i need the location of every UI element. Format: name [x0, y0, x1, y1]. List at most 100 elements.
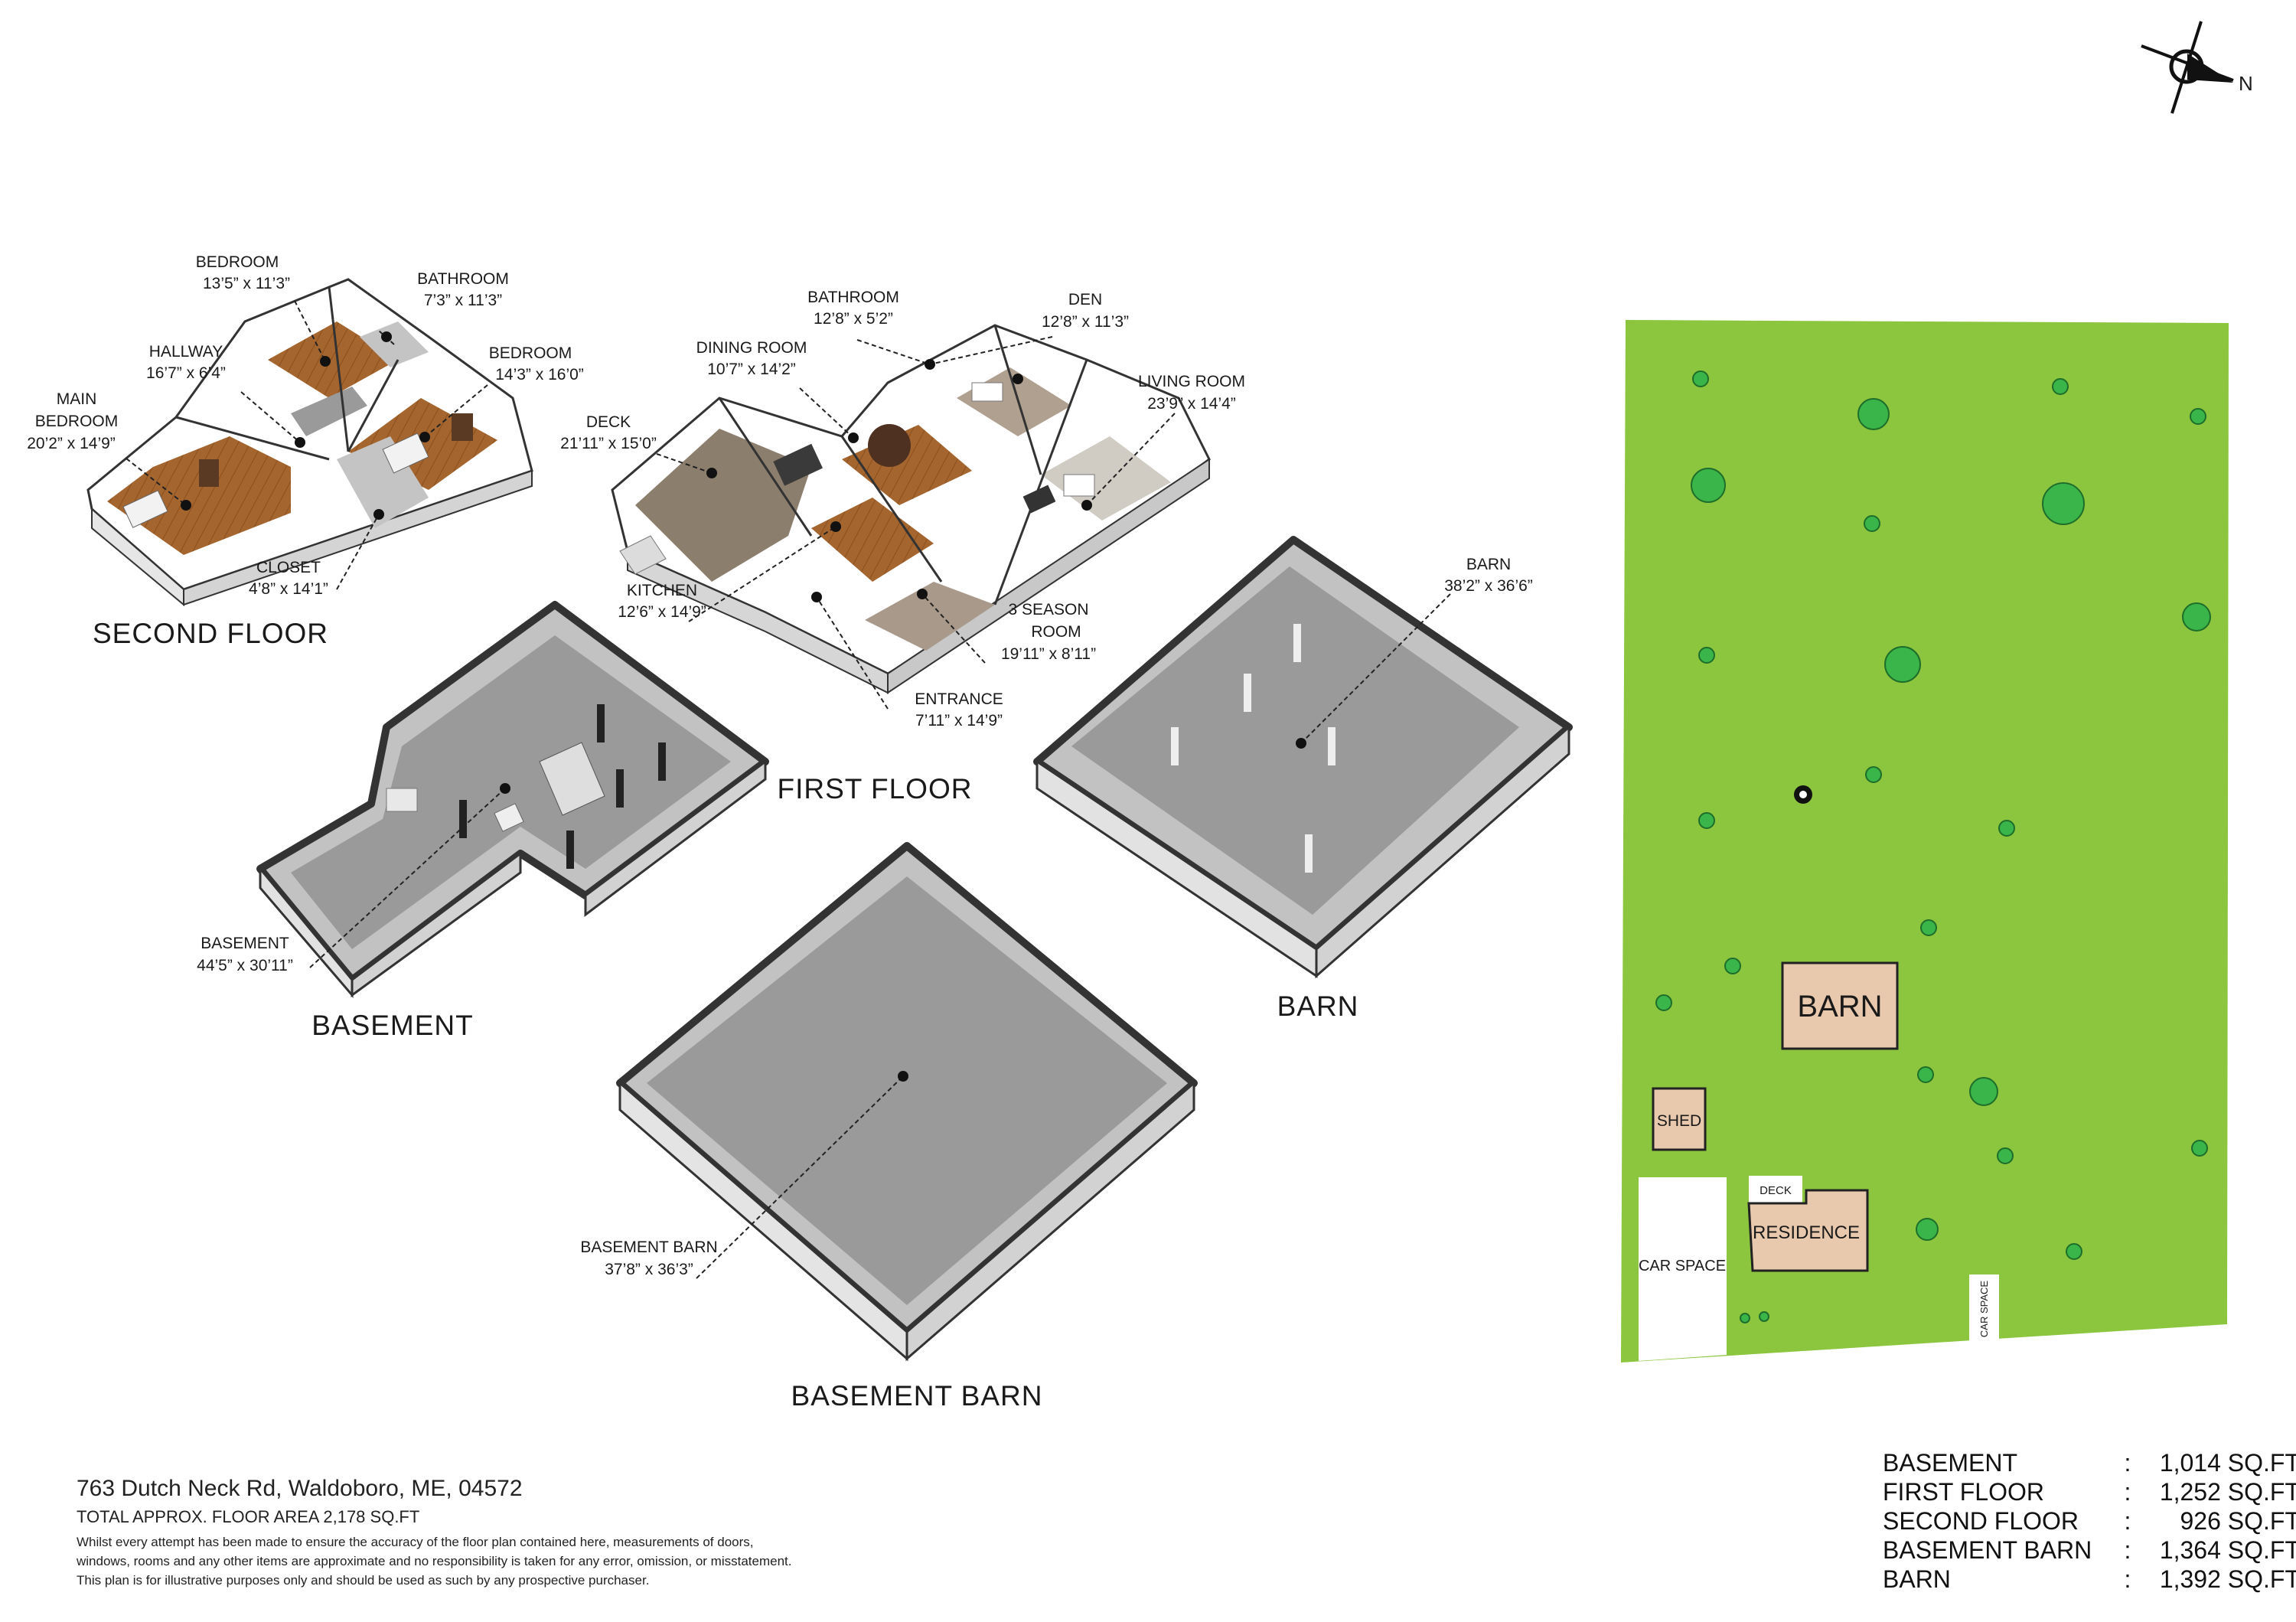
- second-floor-plan: [86, 278, 533, 607]
- area-separator: :: [2124, 1477, 2131, 1506]
- site-plan: BARN SHED CAR SPACE DECK RESIDENCE CAR S…: [1621, 320, 2229, 1363]
- disclaimer-line: Whilst every attempt has been made to en…: [77, 1535, 754, 1549]
- room-dim-basement-barn: 37’8” x 36’3”: [605, 1261, 693, 1278]
- room-dim-main-bedroom: 20’2” x 14’9”: [27, 435, 116, 452]
- floor-titles: SECOND FLOOR FIRST FLOOR BASEMENT BARN B…: [93, 618, 1358, 1411]
- floor-title-basement: BASEMENT: [311, 1010, 474, 1041]
- area-row: BASEMENT : 1,014 SQ.FT: [1883, 1448, 2296, 1477]
- basement-barn-plan: [616, 842, 1198, 1362]
- area-name: FIRST FLOOR: [1883, 1477, 2044, 1506]
- main-bedroom-floor: [107, 436, 291, 555]
- room-dim-dining-room: 10’7” x 14’2”: [707, 361, 796, 378]
- closet-floor: [337, 436, 429, 528]
- room-label-3-season-room: ROOM: [1031, 623, 1081, 641]
- room-dim-bathroom: 12’8” x 5’2”: [814, 310, 893, 328]
- room-label-bathroom: BATHROOM: [807, 289, 899, 306]
- area-separator: :: [2124, 1536, 2131, 1564]
- room-label-dining-room: DINING ROOM: [696, 339, 807, 357]
- site-residence: [1747, 1189, 1869, 1272]
- compass: N: [2141, 21, 2253, 114]
- room-markers: [181, 331, 1306, 1082]
- room-label-main-bedroom: MAIN: [57, 390, 97, 408]
- area-separator: :: [2124, 1448, 2131, 1477]
- basement-plan: [256, 601, 769, 999]
- site-residence-label: RESIDENCE: [1753, 1222, 1860, 1243]
- area-value: 1,014 SQ.FT: [2159, 1448, 2296, 1477]
- room-labels: BEDROOM 13’5” x 11’3” BATHROOM 7’3” x 11…: [27, 253, 1533, 1278]
- room-label-closet: CLOSET: [256, 559, 321, 576]
- site-deck: [1749, 1176, 1802, 1203]
- disclaimer-line: This plan is for illustrative purposes o…: [77, 1573, 650, 1588]
- area-value: 1,392 SQ.FT: [2159, 1565, 2296, 1593]
- area-row: BARN : 1,392 SQ.FT: [1883, 1565, 2296, 1594]
- area-value: 1,364 SQ.FT: [2159, 1536, 2296, 1564]
- car-space-small-label: CAR SPACE: [1978, 1281, 1990, 1337]
- season-room-floor: [865, 582, 995, 651]
- tree-icons: [1655, 370, 2211, 1323]
- floor-area-table: BASEMENT : 1,014 SQ.FT FIRST FLOOR : 1,2…: [1883, 1448, 2296, 1594]
- site-deck-label: DECK: [1760, 1184, 1792, 1197]
- area-separator: :: [2124, 1506, 2131, 1535]
- room-dim-closet: 4’8” x 14’1”: [249, 580, 328, 598]
- site-barn: [1781, 961, 1899, 1050]
- room-dim-hallway: 16’7” x 6’4”: [146, 364, 226, 382]
- room-dim-entrance: 7’11” x 14’9”: [915, 712, 1003, 729]
- room-dim-bedroom: 14’3” x 16’0”: [495, 366, 584, 383]
- room-dim-deck: 21’11” x 15’0”: [560, 435, 657, 452]
- room-label-basement: BASEMENT: [201, 935, 289, 952]
- north-arrow-icon: [2187, 54, 2233, 83]
- leader-lines: [126, 300, 1451, 1279]
- room-label-entrance: ENTRANCE: [915, 690, 1003, 708]
- living-room-floor: [1041, 436, 1171, 521]
- room-label-deck: DECK: [586, 413, 631, 431]
- floor-title-barn: BARN: [1277, 990, 1359, 1022]
- first-floor-plan: [611, 324, 1211, 694]
- room-label-kitchen: KITCHEN: [627, 582, 697, 599]
- disclaimer-line: windows, rooms and any other items are a…: [77, 1554, 792, 1568]
- room-label-living-room: LIVING ROOM: [1138, 373, 1245, 390]
- car-space-area: [1639, 1177, 1727, 1361]
- area-name: SECOND FLOOR: [1883, 1506, 2079, 1535]
- room-label-bedroom: BEDROOM: [489, 344, 572, 362]
- kitchen-floor: [811, 498, 934, 582]
- room-dim-basement: 44’5” x 30’11”: [197, 957, 293, 974]
- room-label-barn: BARN: [1466, 556, 1511, 573]
- deck-floor: [635, 429, 811, 582]
- compass-north-label: N: [2239, 72, 2253, 95]
- room-label-hallway: HALLWAY: [149, 343, 223, 361]
- disclaimer: Whilst every attempt has been made to en…: [77, 1532, 995, 1590]
- room-label-3-season-room: 3 SEASON: [1008, 601, 1088, 618]
- area-name: BASEMENT BARN: [1883, 1536, 2092, 1564]
- car-space-label: CAR SPACE: [1639, 1258, 1726, 1274]
- area-name: BARN: [1883, 1565, 1951, 1593]
- floor-title-basement-barn: BASEMENT BARN: [791, 1380, 1043, 1411]
- room-dim-living-room: 23’9” x 14’4”: [1147, 395, 1236, 413]
- barn-plan: [1033, 536, 1573, 979]
- room-dim-barn: 38’2” x 36’6”: [1444, 577, 1533, 595]
- room-label-bedroom: BEDROOM: [196, 253, 279, 271]
- room-label-bathroom: BATHROOM: [417, 270, 509, 288]
- floor-title-first-floor: FIRST FLOOR: [778, 773, 973, 804]
- car-space-small-area: [1969, 1274, 1999, 1343]
- lawn: [1621, 320, 2229, 1363]
- area-separator: :: [2124, 1565, 2131, 1593]
- room-dim-bedroom: 13’5” x 11’3”: [203, 275, 290, 292]
- area-name: BASEMENT: [1883, 1448, 2018, 1477]
- room-label-den: DEN: [1068, 291, 1102, 308]
- room-dim-den: 12’8” x 11’3”: [1042, 313, 1129, 331]
- room-label-basement-barn: BASEMENT BARN: [580, 1239, 717, 1256]
- total-floor-area: TOTAL APPROX. FLOOR AREA 2,178 SQ.FT: [77, 1507, 420, 1526]
- room-dim-bathroom: 7’3” x 11’3”: [424, 292, 502, 309]
- area-row: FIRST FLOOR : 1,252 SQ.FT: [1883, 1477, 2296, 1506]
- floor-title-second-floor: SECOND FLOOR: [93, 618, 328, 649]
- area-value: 1,252 SQ.FT: [2159, 1477, 2296, 1506]
- room-dim-3-season-room: 19’11” x 8’11”: [1001, 645, 1096, 663]
- site-shed-label: SHED: [1657, 1112, 1701, 1130]
- site-barn-label: BARN: [1797, 990, 1882, 1023]
- area-row: SECOND FLOOR : 926 SQ.FT: [1883, 1506, 2296, 1536]
- area-value: 926 SQ.FT: [2180, 1506, 2296, 1535]
- site-shed: [1652, 1087, 1707, 1151]
- room-dim-kitchen: 12’6” x 14’9”: [618, 603, 706, 621]
- room-label-main-bedroom: BEDROOM: [35, 413, 119, 430]
